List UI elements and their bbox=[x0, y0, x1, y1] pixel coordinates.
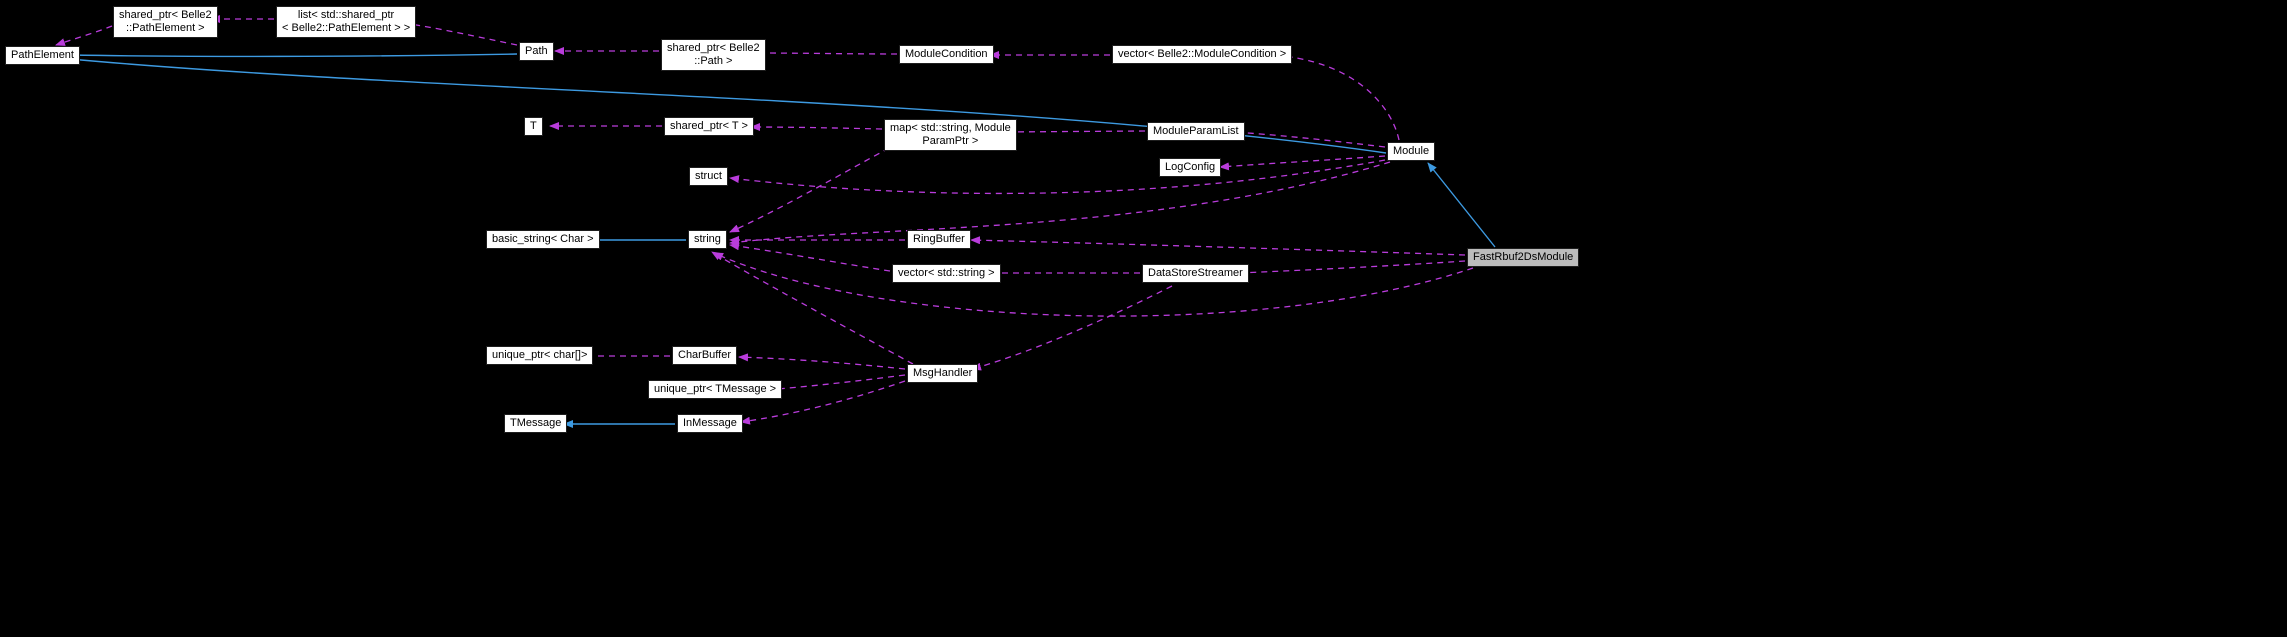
node-shared-ptr-pathelement[interactable]: shared_ptr< Belle2 ::PathElement > bbox=[113, 6, 218, 38]
edge-module-to-vector-modulecondition bbox=[1269, 51, 1400, 141]
edge-path-to-pathelement-inherit bbox=[69, 51, 518, 60]
edge-datastorestreamer-to-msghandler bbox=[971, 285, 1173, 371]
node-vector-string[interactable]: vector< std::string > bbox=[892, 264, 1001, 283]
edge-fastrbuf2ds-to-module-inherit bbox=[1427, 162, 1496, 248]
edge-fastrbuf2ds-to-string bbox=[713, 252, 1474, 317]
node-logconfig[interactable]: LogConfig bbox=[1159, 158, 1222, 177]
node-fastrbuf2dsmodule: FastRbuf2DsModule bbox=[1467, 248, 1580, 267]
edge-map-to-string bbox=[729, 147, 890, 233]
edge-fastrbuf2ds-to-ringbuffer bbox=[970, 236, 1466, 256]
node-t[interactable]: T bbox=[524, 117, 543, 136]
node-module[interactable]: Module bbox=[1387, 142, 1436, 161]
edge-module-to-struct bbox=[729, 159, 1386, 195]
node-moduleparamlist[interactable]: ModuleParamList bbox=[1147, 122, 1245, 141]
node-inmessage[interactable]: InMessage bbox=[677, 414, 743, 433]
node-tmessage[interactable]: TMessage bbox=[504, 414, 568, 433]
node-basic-string-char[interactable]: basic_string< Char > bbox=[486, 230, 600, 249]
node-datastorestreamer[interactable]: DataStoreStreamer bbox=[1142, 264, 1249, 283]
node-pathelement[interactable]: PathElement bbox=[5, 46, 80, 65]
edge-msghandler-to-charbuffer bbox=[738, 353, 906, 370]
node-vector-modulecondition[interactable]: vector< Belle2::ModuleCondition > bbox=[1112, 45, 1293, 64]
edge-modulecondition-to-sharedptr-path bbox=[754, 49, 898, 58]
edge-msghandler-to-uniqueptr-tmessage bbox=[764, 374, 906, 394]
node-uniqueptr-tmessage[interactable]: unique_ptr< TMessage > bbox=[648, 380, 783, 399]
node-uniqueptr-char-array[interactable]: unique_ptr< char[]> bbox=[486, 346, 594, 365]
node-shared-ptr-path[interactable]: shared_ptr< Belle2 ::Path > bbox=[661, 39, 766, 71]
edge-module-to-string bbox=[729, 161, 1391, 246]
edge-vector-string-to-string bbox=[729, 242, 891, 272]
node-list-shared-ptr-pathelement[interactable]: list< std::shared_ptr < Belle2::PathElem… bbox=[276, 6, 417, 38]
edge-moduleparamlist-to-map bbox=[999, 127, 1146, 136]
node-struct[interactable]: struct bbox=[689, 167, 728, 186]
node-ringbuffer[interactable]: RingBuffer bbox=[907, 230, 971, 249]
edge-path-to-list bbox=[403, 20, 518, 46]
node-map-string-moduleparamptr[interactable]: map< std::string, Module ParamPtr > bbox=[884, 119, 1017, 151]
edge-fastrbuf2ds-to-datastorestreamer bbox=[1237, 260, 1466, 277]
node-path[interactable]: Path bbox=[519, 42, 554, 61]
node-msghandler[interactable]: MsgHandler bbox=[907, 364, 979, 383]
node-string[interactable]: string bbox=[688, 230, 727, 249]
edge-map-to-sharedptr-t bbox=[750, 123, 883, 132]
node-shared-ptr-t[interactable]: shared_ptr< T > bbox=[664, 117, 754, 136]
edge-sharedptr-pathelement-to-pathelement bbox=[55, 25, 113, 46]
edge-module-to-logconfig bbox=[1219, 155, 1386, 171]
node-modulecondition[interactable]: ModuleCondition bbox=[899, 45, 994, 64]
edge-msghandler-to-inmessage bbox=[740, 380, 906, 425]
edge-module-to-moduleparamlist bbox=[1234, 128, 1386, 148]
edge-msghandler-to-string bbox=[711, 251, 914, 365]
node-charbuffer[interactable]: CharBuffer bbox=[672, 346, 737, 365]
